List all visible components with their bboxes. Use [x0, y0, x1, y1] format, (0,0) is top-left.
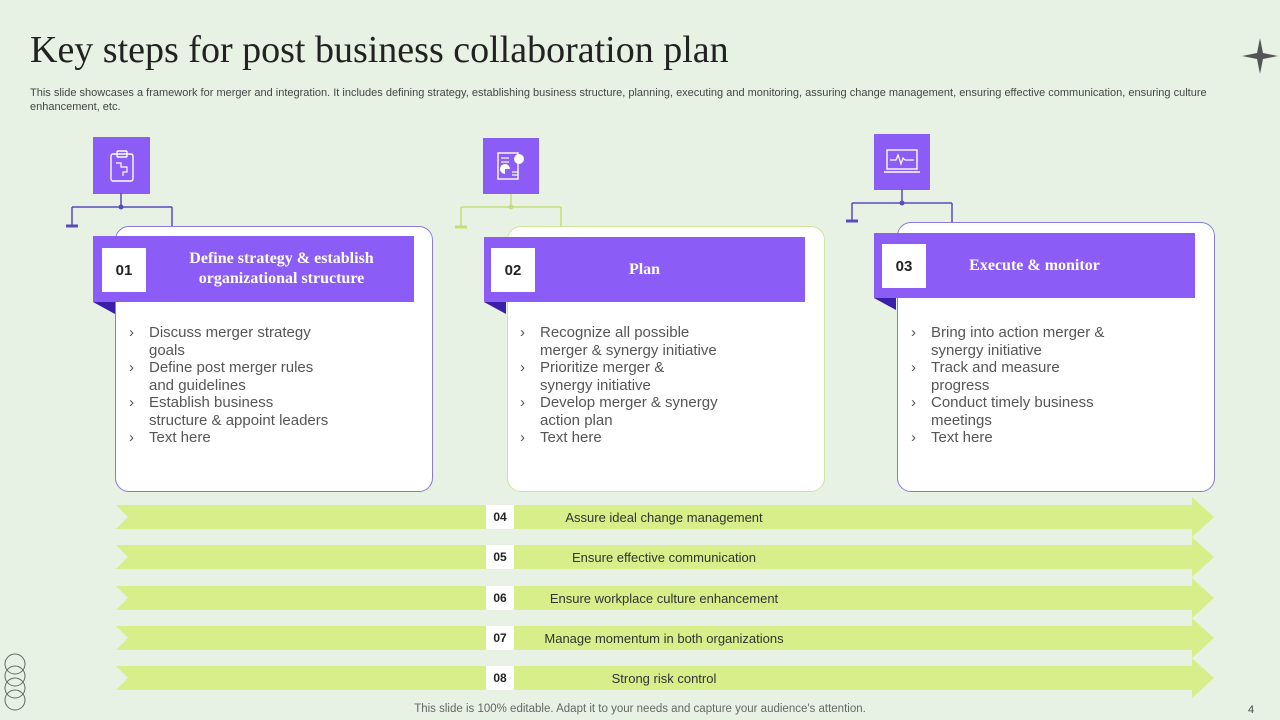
list-item: Conduct timely business meetings	[911, 394, 1111, 429]
step-list-2: Recognize all possible merger & synergy …	[520, 324, 720, 447]
step-header-3: Execute & monitor	[874, 233, 1195, 298]
sparkle-icon	[1240, 36, 1280, 76]
arrow-row: 06 Ensure workplace culture enhancement	[116, 578, 1216, 618]
arrow-shape	[116, 658, 1214, 698]
arrow-shape	[116, 537, 1214, 577]
arrow-shape	[116, 578, 1214, 618]
arrow-label: Ensure effective communication	[571, 549, 757, 565]
ribbon-fold	[484, 302, 506, 314]
list-item: Develop merger & synergy action plan	[520, 394, 720, 429]
step-number-badge: 01	[102, 248, 146, 292]
clipboard-icon	[93, 137, 150, 194]
list-item: Track and measure progress	[911, 359, 1111, 394]
connector-lines	[66, 193, 176, 233]
step-header-1: Define strategy & establish organization…	[93, 236, 414, 302]
list-item: Discuss merger strategy goals	[129, 324, 329, 359]
step-title: Plan	[628, 260, 661, 278]
report-icon	[483, 138, 539, 194]
footer-text: This slide is 100% editable. Adapt it to…	[414, 703, 866, 715]
arrow-number: 06	[486, 586, 514, 610]
step-list-1: Discuss merger strategy goals Define pos…	[129, 324, 329, 447]
arrow-number: 08	[486, 666, 514, 690]
arrow-row: 04 Assure ideal change management	[116, 497, 1216, 537]
list-item: Text here	[520, 429, 720, 447]
slide-title: Key steps for post business collaboratio…	[30, 29, 729, 71]
arrow-shape	[116, 497, 1214, 537]
arrow-row: 05 Ensure effective communication	[116, 537, 1216, 577]
list-item: Define post merger rules and guidelines	[129, 359, 329, 394]
arrow-row: 08 Strong risk control	[116, 658, 1216, 698]
ribbon-fold	[93, 302, 115, 314]
step-title: Execute & monitor	[969, 256, 1100, 274]
step-number-badge: 02	[491, 248, 535, 292]
page-number: 4	[1248, 704, 1255, 716]
step-number-badge: 03	[882, 244, 926, 288]
arrow-number: 07	[486, 626, 514, 650]
step-title: Define strategy & establish organization…	[189, 250, 374, 287]
list-item: Recognize all possible merger & synergy …	[520, 324, 720, 359]
arrow-number: 04	[486, 505, 514, 529]
ribbon-fold	[874, 298, 896, 310]
step-list-3: Bring into action merger & synergy initi…	[911, 324, 1111, 447]
slide-subtitle: This slide showcases a framework for mer…	[30, 87, 1207, 113]
list-item: Prioritize merger & synergy initiative	[520, 359, 720, 394]
arrow-label: Strong risk control	[611, 670, 717, 686]
list-item: Text here	[911, 429, 1111, 447]
list-item: Bring into action merger & synergy initi…	[911, 324, 1111, 359]
arrow-row: 07 Manage momentum in both organizations	[116, 618, 1216, 658]
arrow-number: 05	[486, 545, 514, 569]
arrow-label: Assure ideal change management	[565, 509, 763, 525]
arrow-label: Ensure workplace culture enhancement	[549, 590, 779, 606]
list-item: Text here	[129, 429, 329, 447]
arrow-label: Manage momentum in both organizations	[544, 630, 784, 646]
decorative-circles-icon	[2, 652, 30, 714]
connector-lines	[455, 194, 565, 234]
step-header-2: Plan	[484, 237, 805, 302]
connector-lines	[846, 189, 956, 229]
list-item: Establish business structure & appoint l…	[129, 394, 329, 429]
monitor-icon	[874, 134, 930, 190]
arrow-shape	[116, 618, 1214, 658]
